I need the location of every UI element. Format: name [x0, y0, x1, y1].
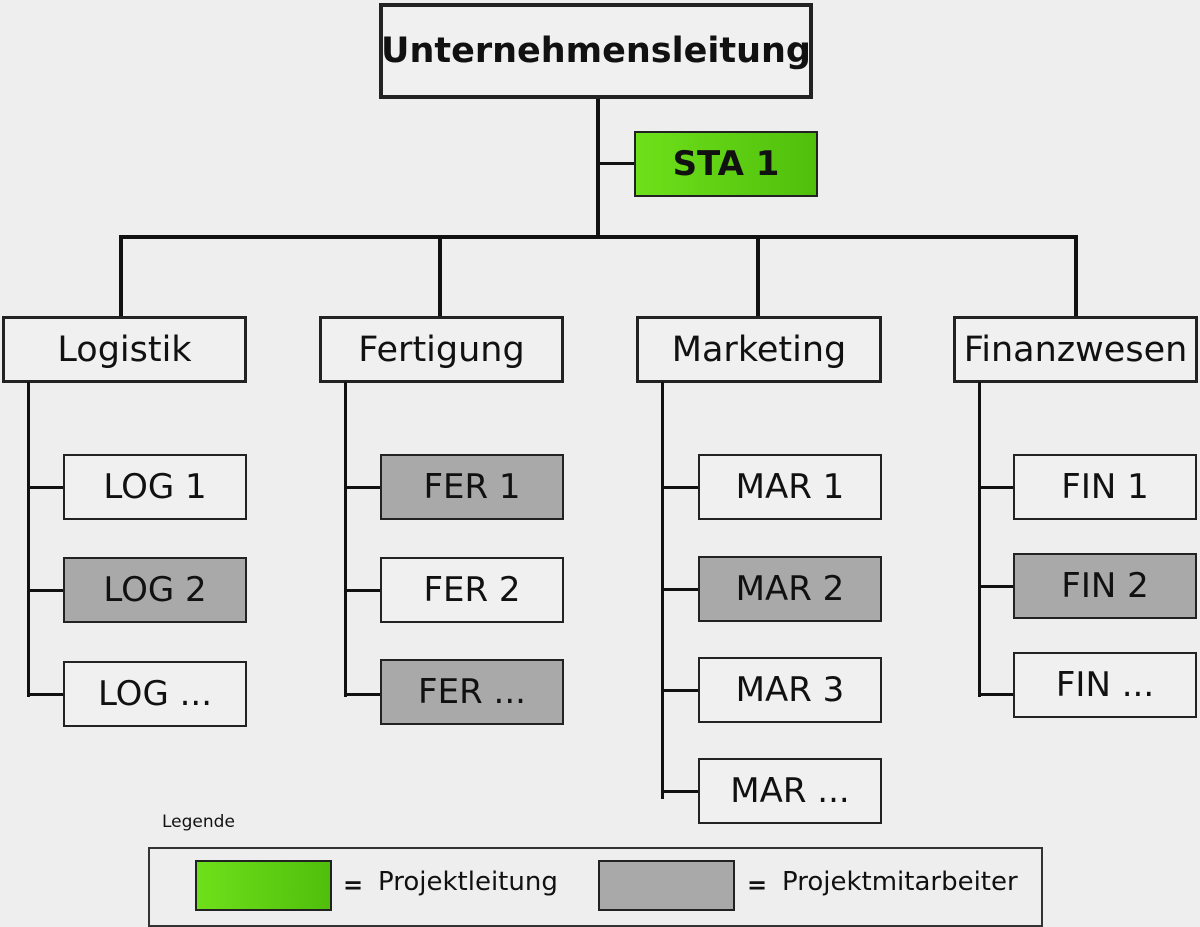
connector: [978, 693, 1013, 696]
box-label: FER ...: [418, 672, 526, 712]
dept-box: Marketing: [636, 316, 882, 383]
box-label: Fertigung: [358, 329, 525, 370]
legend: = Projektleitung = Projektmitarbeiter: [148, 847, 1043, 927]
unit-box: MAR ...: [698, 758, 882, 824]
box-label: Unternehmensleitung: [381, 31, 811, 71]
box-label: FIN 1: [1061, 467, 1149, 507]
unit-box: FIN 2: [1013, 553, 1197, 619]
box-label: LOG ...: [97, 674, 213, 714]
unit-box: MAR 3: [698, 657, 882, 723]
dept-box: Finanzwesen: [953, 316, 1198, 383]
unit-box: LOG 1: [63, 454, 247, 520]
connector: [596, 98, 600, 239]
legend-swatch-gray: [598, 860, 735, 911]
connector: [27, 382, 30, 697]
box-label: MAR 3: [735, 670, 845, 710]
box-label: STA 1: [672, 144, 780, 184]
legend-label: Projektleitung: [378, 867, 558, 897]
connector: [661, 588, 698, 591]
legend-title: Legende: [162, 812, 235, 832]
connector: [344, 693, 380, 696]
box-label: FIN ...: [1055, 665, 1155, 705]
legend-equals: =: [343, 871, 364, 899]
dept-box: Logistik: [2, 316, 247, 383]
legend-swatch-green: [195, 860, 332, 911]
box-label: FIN 2: [1061, 566, 1149, 606]
connector: [978, 382, 981, 697]
connector: [661, 790, 698, 793]
connector: [598, 162, 634, 165]
unit-box: FIN ...: [1013, 652, 1197, 718]
connector: [756, 237, 760, 317]
connector: [344, 486, 380, 489]
connector: [27, 486, 63, 489]
box-label: LOG 1: [103, 467, 207, 507]
connector: [978, 585, 1013, 588]
org-box-management: Unternehmensleitung: [379, 3, 813, 99]
unit-box: MAR 1: [698, 454, 882, 520]
legend-equals: =: [747, 871, 768, 899]
box-label: Marketing: [671, 329, 847, 370]
connector: [27, 693, 63, 696]
connector: [344, 589, 380, 592]
box-label: LOG 2: [103, 570, 207, 610]
unit-box: MAR 2: [698, 556, 882, 622]
org-box-staff: STA 1: [634, 131, 818, 197]
unit-box: FER 2: [380, 557, 564, 623]
box-label: FER 2: [423, 570, 521, 610]
legend-label: Projektmitarbeiter: [782, 867, 1018, 897]
connector: [119, 237, 123, 317]
connector: [27, 589, 63, 592]
unit-box: LOG 2: [63, 557, 247, 623]
dept-box: Fertigung: [319, 316, 564, 383]
box-label: MAR 2: [735, 569, 845, 609]
connector: [661, 486, 698, 489]
box-label: FER 1: [423, 467, 521, 507]
connector: [661, 689, 698, 692]
unit-box: FER 1: [380, 454, 564, 520]
connector: [1074, 237, 1078, 317]
unit-box: FER ...: [380, 659, 564, 725]
connector: [438, 237, 442, 317]
unit-box: FIN 1: [1013, 454, 1197, 520]
box-label: Logistik: [57, 329, 192, 370]
connector: [978, 486, 1013, 489]
box-label: MAR 1: [735, 467, 845, 507]
connector: [344, 382, 347, 697]
unit-box: LOG ...: [63, 661, 247, 727]
box-label: MAR ...: [730, 771, 850, 811]
box-label: Finanzwesen: [963, 329, 1188, 370]
connector: [119, 235, 1078, 239]
